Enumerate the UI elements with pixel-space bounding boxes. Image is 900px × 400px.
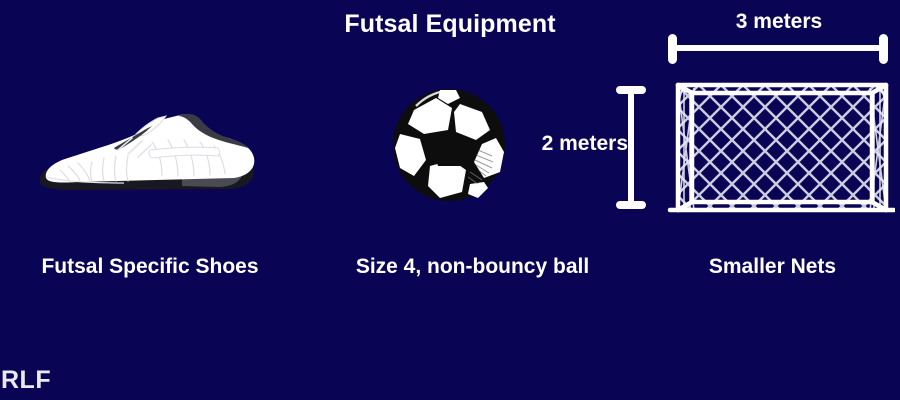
watermark-logo: RLF [1,366,52,394]
caption-futsal-nets: Smaller Nets [708,255,837,278]
page-title: Futsal Equipment [344,10,556,38]
goal-net-icon [600,30,897,215]
height-dimension-line [616,86,646,209]
width-dimension-line [668,34,888,64]
caption-futsal-shoes: Futsal Specific Shoes [41,255,259,278]
caption-futsal-ball: Size 4, non-bouncy ball [355,255,590,278]
width-dimension-label: 3 meters [735,10,823,33]
futsal-shoe-icon [32,86,262,211]
height-dimension-label: 2 meters [541,132,628,155]
soccer-ball-icon [392,84,510,208]
